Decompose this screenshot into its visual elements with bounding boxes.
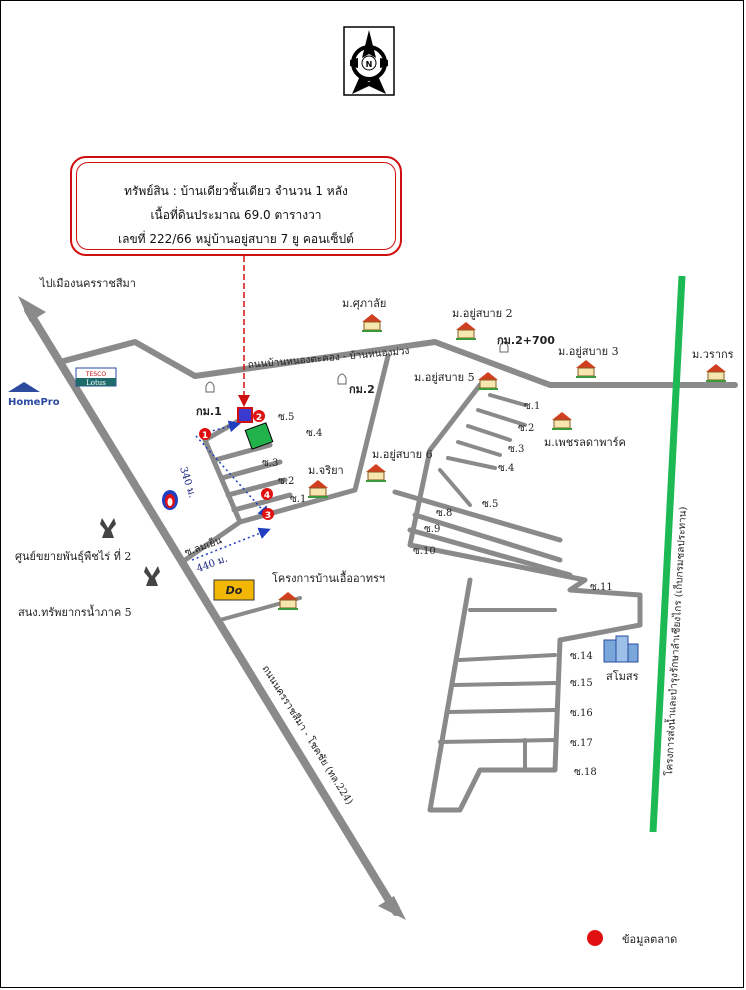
homepro-logo: HomePro — [8, 382, 60, 408]
distance-440-arrow — [191, 527, 271, 561]
compass-icon: N — [343, 26, 395, 96]
svg-text:Lotus: Lotus — [86, 379, 106, 387]
right-subdivision-roads — [392, 382, 643, 813]
property-line-2: เนื้อที่ดินประมาณ 69.0 ตารางวา — [150, 208, 322, 222]
km2-label: กม.2 — [349, 383, 375, 396]
irrigation-canal — [649, 275, 686, 833]
gas-station-icon — [162, 490, 178, 510]
house-icon — [366, 464, 386, 482]
km2-700-label: กม.2+700 — [497, 334, 555, 347]
svg-text:2: 2 — [256, 413, 262, 423]
village-petcharat-label: ม.เพชรลดาพาร์ค — [544, 436, 626, 449]
soi-9-label: ซ.9 — [424, 524, 440, 535]
distance-440-label: 440 ม. — [195, 554, 229, 575]
compass-letter: N — [366, 60, 373, 69]
to-korat-label: ไปเมืองนครราชสีมา — [39, 277, 136, 290]
garuda-emblem-icon — [100, 518, 116, 538]
market-marker-2: 2 — [253, 410, 265, 423]
svg-text:HomePro: HomePro — [8, 397, 60, 408]
highway-arrow-north — [18, 296, 46, 322]
soi-left-3-label: ซ.3 — [262, 458, 278, 469]
house-icon — [706, 364, 726, 382]
village-warakorn-label: ม.วรากร — [692, 348, 734, 361]
club-label: สโมสร — [606, 669, 639, 683]
soi-18-label: ซ.18 — [574, 767, 597, 778]
svg-text:Do: Do — [226, 584, 243, 597]
soi-17-label: ซ.17 — [570, 738, 593, 749]
water-office-label: สนง.ทรัพยากรน้ำภาค 5 — [18, 604, 132, 619]
village-sukalai-label: ม.ศุภาลัย — [342, 297, 386, 310]
svg-text:4: 4 — [264, 491, 270, 501]
seed-center-label: ศูนย์ขยายพันธุ์พืชไร่ ที่ 2 — [15, 548, 131, 563]
soi-14-label: ซ.14 — [570, 651, 593, 662]
village-yoosabai5-label: ม.อยู่สบาย 5 — [414, 371, 475, 384]
svg-text:TESCO: TESCO — [85, 371, 106, 378]
house-icon — [552, 412, 572, 430]
soi-left-5-label: ซ.5 — [278, 412, 294, 423]
highway-arrow-south — [378, 896, 406, 920]
landmark-icon — [337, 373, 347, 385]
legend-market-dot — [587, 930, 603, 946]
landmark-icon — [499, 341, 509, 353]
soi-left-4-label: ซ.4 — [306, 428, 322, 439]
property-line-1: ทรัพย์สิน : บ้านเดียวชั้นเดียว จำนวน 1 ห… — [124, 184, 348, 198]
project-label: โครงการบ้านเอื้ออาทรฯ — [272, 570, 385, 585]
house-icon — [576, 360, 596, 378]
dohome-logo: Do — [213, 579, 255, 601]
club-building-icon — [603, 635, 639, 663]
soi-r4-label: ซ.4 — [498, 463, 514, 474]
market-marker-4: 4 — [261, 488, 273, 501]
highway-road — [24, 306, 400, 916]
market-marker-3: 3 — [262, 508, 274, 521]
soi-10-label: ซ.10 — [413, 546, 436, 557]
property-site — [244, 422, 274, 450]
property-line-3: เลขที่ 222/66 หมู่บ้านอยู่สบาย 7 ยู คอนเ… — [118, 232, 354, 246]
soi-11-label: ซ.11 — [590, 582, 613, 593]
svg-text:3: 3 — [265, 511, 271, 521]
garuda-emblem-icon — [144, 566, 160, 586]
property-info-box: ทรัพย์สิน : บ้านเดียวชั้นเดียว จำนวน 1 ห… — [70, 156, 402, 256]
km1-label: กม.1 — [196, 405, 222, 418]
soi-r2-label: ซ.2 — [518, 423, 534, 434]
highway-label: ถนนนครราชสีมา - โชคชัย (ทล.224) — [259, 663, 356, 807]
legend-market-label: ข้อมูลตลาด — [622, 933, 677, 946]
house-icons — [278, 314, 726, 610]
soi-r5-label: ซ.5 — [482, 499, 498, 510]
distance-340-label: 340 ม. — [177, 466, 197, 500]
village-jariya-label: ม.จริยา — [308, 464, 344, 477]
soi-16-label: ซ.16 — [570, 708, 593, 719]
tesco-lotus-logo: TESCO Lotus — [75, 367, 117, 387]
house-icon — [308, 480, 328, 498]
village-yoosabai3-label: ม.อยู่สบาย 3 — [558, 345, 619, 358]
soi-15-label: ซ.15 — [570, 678, 593, 689]
landmark-icon — [205, 381, 215, 393]
svg-text:1: 1 — [202, 431, 208, 441]
soi-8-label: ซ.8 — [436, 508, 452, 519]
house-icon — [278, 592, 298, 610]
soi-r3-label: ซ.3 — [508, 444, 524, 455]
house-icon — [456, 322, 476, 340]
soi-lomyen-label: ซ.ลมเย็น — [182, 532, 223, 558]
house-icon — [478, 372, 498, 390]
main-road — [57, 339, 738, 388]
soi-left-2-label: ซ.2 — [278, 476, 294, 487]
village-yoosabai2-label: ม.อยู่สบาย 2 — [452, 307, 513, 320]
soi-r1-label: ซ.1 — [524, 401, 540, 412]
soi-left-1-label: ซ.1 — [290, 494, 306, 505]
market-marker-1: 1 — [199, 428, 211, 441]
house-icon — [362, 314, 382, 332]
distance-marker1-arrow — [207, 420, 241, 433]
property-marker — [237, 407, 253, 423]
village-yoosabai6-label: ม.อยู่สบาย 6 — [372, 448, 433, 461]
